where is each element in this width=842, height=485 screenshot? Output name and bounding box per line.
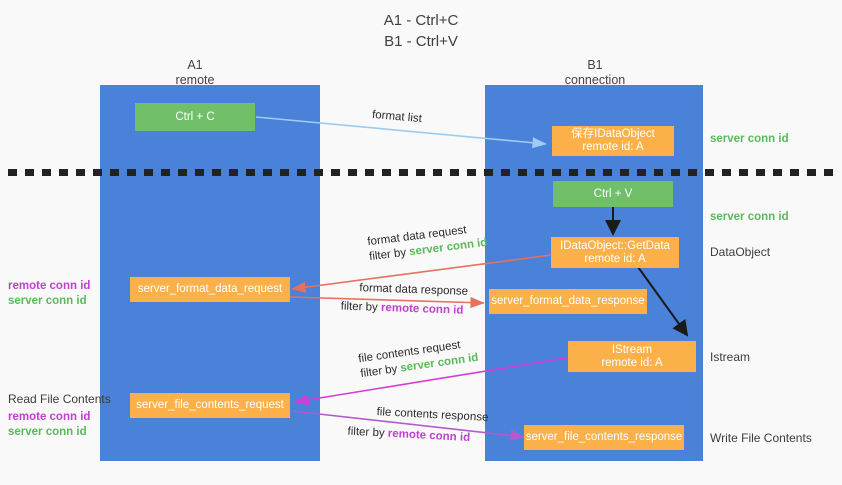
note-remote-conn-id-lower: remote conn id [8, 411, 91, 423]
edge-label-format-data-response: format data response filter by remote co… [341, 281, 469, 319]
box-server-file-contents-request[interactable]: server_file_contents_request [130, 393, 290, 418]
box-ctrl-v[interactable]: Ctrl + V [553, 181, 673, 207]
note-server-conn-id-upper: server conn id [8, 295, 87, 307]
edge-label-file-contents-response-filter: filter by remote conn id [347, 425, 487, 447]
column-b1-sub: connection [564, 73, 626, 87]
filter-key-remote-conn-id: remote conn id [380, 301, 464, 317]
box-idataobject-getdata-line2: remote id: A [584, 252, 646, 265]
note-dataobject: DataObject [710, 245, 771, 259]
box-server-file-contents-response[interactable]: server_file_contents_response [524, 425, 684, 450]
box-idataobject-getdata[interactable]: IDataObject::GetData remote id: A [551, 237, 679, 268]
note-server-conn-id-top: server conn id [710, 133, 789, 145]
box-server-format-data-response[interactable]: server_format_data_response [489, 289, 647, 314]
title-line-2: B1 - Ctrl+V [384, 33, 458, 50]
filter-key-remote-conn-id: remote conn id [387, 427, 471, 445]
box-server-file-contents-request-label: server_file_contents_request [136, 399, 284, 411]
filter-prefix: filter by [368, 246, 410, 264]
edge-label-format-data-response-filter: filter by remote conn id [340, 299, 467, 318]
box-ctrl-v-label: Ctrl + V [593, 187, 633, 200]
box-save-idataobject-line2: remote id: A [582, 141, 644, 153]
diagram-title: A1 - Ctrl+C B1 - Ctrl+V [0, 10, 842, 52]
edge-label-file-contents-request: file contents request filter by server c… [357, 336, 479, 382]
box-server-format-data-response-label: server_format_data_response [491, 295, 645, 307]
box-istream-line1: IStream [611, 343, 653, 356]
box-ctrl-c-label: Ctrl + C [175, 110, 215, 123]
column-header-a1: A1 remote [135, 58, 255, 88]
phase-divider [8, 169, 834, 176]
filter-prefix: filter by [347, 425, 389, 440]
box-server-file-contents-response-label: server_file_contents_response [525, 431, 683, 443]
filter-prefix: filter by [359, 362, 402, 381]
box-server-format-data-request-label: server_format_data_request [137, 283, 283, 295]
note-server-conn-id-lower: server conn id [8, 426, 87, 438]
column-a1-sub: remote [175, 73, 215, 87]
column-header-b1: B1 connection [535, 58, 655, 88]
box-idataobject-getdata-line1: IDataObject::GetData [560, 239, 670, 252]
column-b1-name: B1 [587, 58, 603, 72]
column-a1-name: A1 [187, 58, 203, 72]
edge-label-format-list-text: format list [371, 108, 423, 126]
box-ctrl-c[interactable]: Ctrl + C [135, 103, 255, 131]
edge-label-file-contents-response-l1: file contents response [376, 406, 489, 424]
box-server-format-data-request[interactable]: server_format_data_request [130, 277, 290, 302]
edge-label-format-data-response-l1: format data response [359, 282, 469, 298]
title-line-1: A1 - Ctrl+C [383, 12, 459, 29]
note-write-file-contents: Write File Contents [710, 431, 812, 445]
box-save-idataobject-line1: 保存IDataObject [571, 128, 655, 140]
edge-label-format-data-request: format data request filter by server con… [367, 221, 489, 265]
filter-prefix: filter by [340, 300, 382, 314]
box-istream[interactable]: IStream remote id: A [568, 341, 696, 372]
note-server-conn-id-mid: server conn id [710, 211, 789, 223]
box-save-idataobject[interactable]: 保存IDataObject remote id: A [552, 126, 674, 156]
box-istream-line2: remote id: A [601, 356, 663, 369]
note-read-file-contents: Read File Contents [8, 392, 111, 406]
edge-label-file-contents-response: file contents response filter by remote … [347, 405, 489, 447]
note-istream: Istream [710, 350, 751, 364]
edge-label-format-list: format list [371, 108, 423, 127]
note-remote-conn-id-upper: remote conn id [8, 280, 91, 292]
